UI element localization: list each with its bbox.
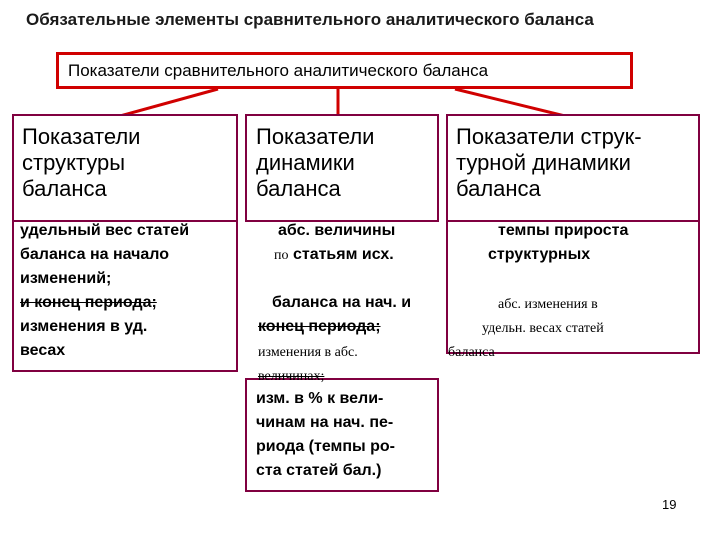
connector-left [119, 87, 219, 118]
dynamics-item-by-articles: по статьям исх. [274, 246, 394, 263]
connector-right [454, 87, 566, 118]
dynamics-item-abs-change: изменения в абс. [258, 345, 358, 360]
structural-item-weights: удельн. весах статей [482, 321, 604, 336]
page-number: 19 [662, 497, 677, 512]
dynamics-item-abs-values: величинах; [258, 369, 325, 384]
structural-item-balance: баланса [448, 345, 495, 360]
slide-title: Обязательные элементы сравнительного ана… [26, 10, 594, 29]
dynamics-header: Показатели динамики баланса [256, 124, 375, 201]
dynamics-item-start: баланса на нач. и [272, 294, 412, 311]
structure-items: удельный вес статей баланса на начало из… [20, 222, 190, 359]
structure-header-box [12, 114, 238, 222]
structural-item-growth: темпы прироста [498, 222, 629, 239]
dynamics-percent-box [245, 378, 439, 492]
structural-dynamics-header: Показатели струк- турной динамики баланс… [456, 124, 642, 201]
dynamics-item-abs: абс. величины [278, 222, 396, 239]
structure-items-box [12, 220, 238, 372]
structural-dynamics-header-box [446, 114, 700, 222]
dynamics-header-box [245, 114, 439, 222]
structural-item-structural: структурных [488, 246, 591, 263]
structural-dynamics-items-box [446, 220, 700, 354]
root-label: Показатели сравнительного аналитического… [68, 61, 489, 80]
structural-item-abs-change: абс. изменения в [498, 297, 598, 312]
structure-header: Показатели структуры баланса [22, 124, 141, 201]
dynamics-item-end: конец периода; [258, 318, 381, 335]
root-box [56, 52, 633, 89]
dynamics-percent-items: изм. в % к вели- чинам на нач. пе- риода… [256, 390, 396, 479]
